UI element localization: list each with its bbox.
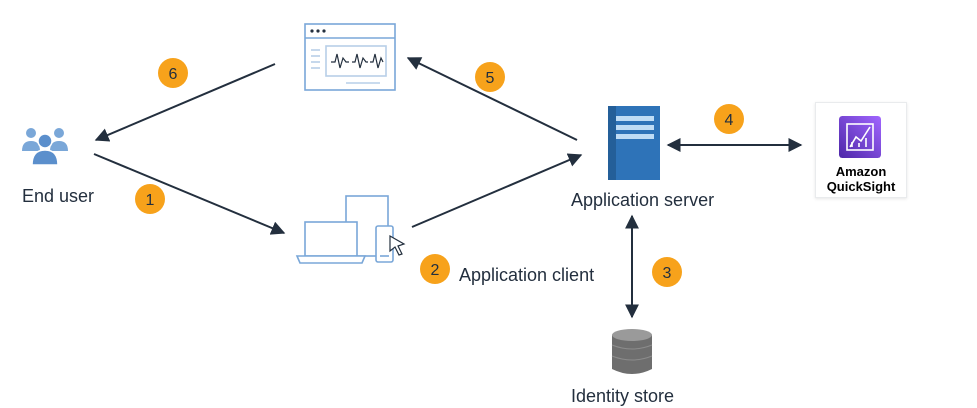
arrow-dashboard-to-end-user	[94, 63, 276, 142]
step-number: 3	[663, 265, 672, 282]
devices-icon	[295, 195, 406, 264]
step-number: 5	[486, 70, 495, 87]
application-server-label: Application server	[571, 190, 715, 210]
arrow-client-to-server	[411, 153, 583, 228]
users-group-icon	[22, 128, 68, 166]
application-client-label: Application client	[459, 265, 595, 285]
step-badge-2: 2	[420, 254, 450, 284]
step-badge-6: 6	[158, 58, 188, 88]
quicksight-label-line1: Amazon	[835, 164, 887, 179]
quicksight-label: Amazon QuickSight	[812, 164, 910, 194]
dashboard-window-icon	[304, 23, 396, 91]
step-badge-4: 4	[714, 104, 744, 134]
server-icon	[608, 106, 660, 180]
step-badge-3: 3	[652, 257, 682, 287]
quicksight-icon	[839, 116, 881, 158]
step-number: 6	[169, 66, 178, 83]
step-number: 1	[146, 192, 155, 209]
step-badge-5: 5	[475, 62, 505, 92]
identity-store-label: Identity store	[571, 386, 675, 406]
arrow-end-user-to-client	[93, 153, 286, 235]
step-number: 2	[431, 262, 440, 279]
arrow-server-to-dashboard	[406, 57, 578, 141]
step-badge-1: 1	[135, 184, 165, 214]
database-icon	[611, 329, 653, 374]
quicksight-label-line2: QuickSight	[826, 179, 896, 194]
end-user-label: End user	[22, 186, 95, 206]
step-number: 4	[725, 112, 734, 129]
